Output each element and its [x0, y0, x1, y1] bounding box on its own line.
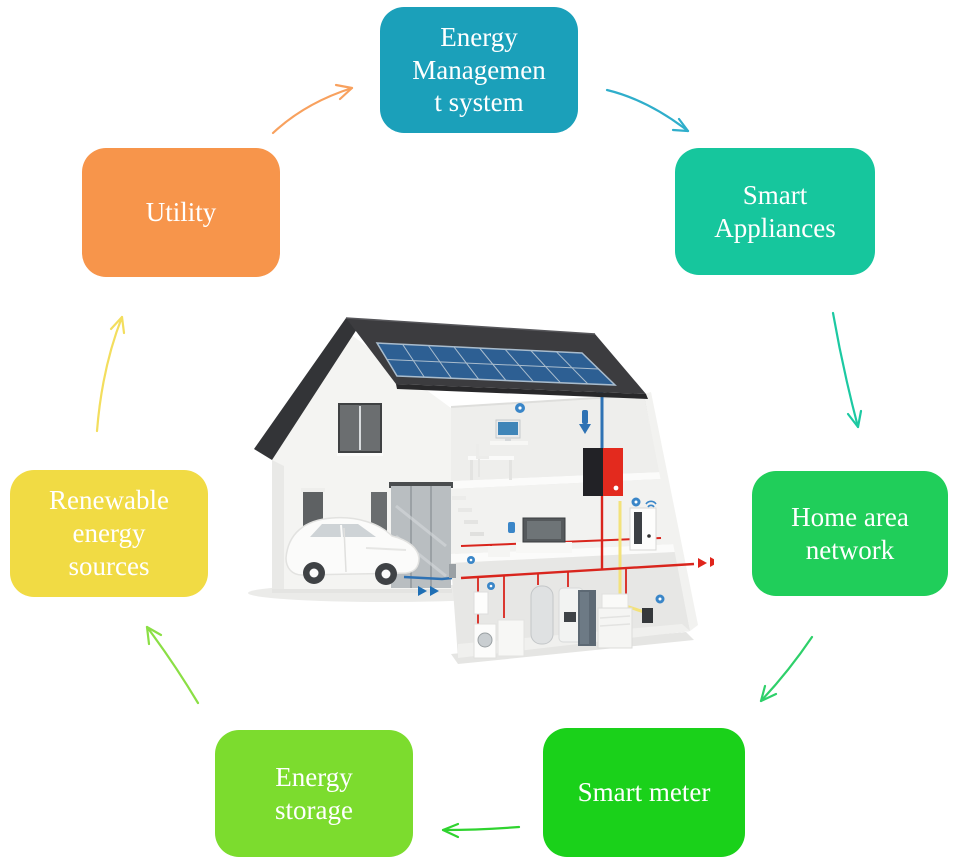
arrow-ems-to-smart-appliances — [605, 88, 690, 133]
charging-cable — [403, 575, 453, 581]
wifi-icon — [645, 500, 657, 508]
roof — [254, 317, 648, 460]
dryer — [497, 619, 525, 657]
node-energy-management-system: Energy Managemen t system — [380, 7, 578, 133]
smartphone-icon — [508, 522, 515, 533]
desk — [468, 456, 514, 460]
attic-computer-desk — [468, 403, 528, 480]
node-energy-storage: Energy storage — [215, 730, 413, 857]
smart-home-illustration — [248, 317, 714, 664]
smart-meter-panel — [629, 507, 657, 551]
power-flow-arrow-down — [579, 424, 591, 434]
basement-appliances — [460, 556, 714, 659]
node-label: Energy storage — [275, 761, 353, 825]
node-home-area-network: Home area network — [752, 471, 948, 596]
arrow-han-to-smart-meter — [759, 635, 814, 703]
arrow-energy-storage-to-renewables — [145, 625, 200, 705]
ventilation-unit — [601, 593, 629, 609]
charge-flow-arrow — [418, 586, 427, 596]
sideboard — [516, 542, 572, 553]
node-label: Energy Managemen t system — [412, 21, 546, 118]
electric-car — [285, 516, 456, 596]
living-room — [452, 496, 662, 557]
wall-thermostat — [473, 591, 489, 615]
node-renewable-energy-sources: Renewable energy sources — [10, 470, 208, 597]
arrow-renewables-to-utility — [95, 315, 126, 433]
node-label: Smart Appliances — [714, 179, 836, 243]
arrow-smart-meter-to-energy-storage — [441, 822, 521, 839]
node-smart-appliances: Smart Appliances — [675, 148, 875, 275]
control-box — [642, 608, 653, 623]
node-utility: Utility — [82, 148, 280, 277]
water-tank — [530, 585, 554, 645]
solar-panels — [375, 342, 617, 386]
node-label: Renewable energy sources — [49, 485, 169, 581]
node-label: Home area network — [791, 501, 909, 565]
arrow-utility-to-ems — [271, 83, 354, 135]
dishwasher — [597, 607, 633, 649]
inverter-and-meter — [574, 358, 657, 614]
couch — [488, 546, 510, 557]
node-smart-meter: Smart meter — [543, 728, 745, 857]
chair — [476, 444, 479, 458]
charging-wallbox — [449, 564, 456, 578]
grid-flow-arrow — [710, 557, 714, 567]
stairs — [470, 532, 484, 536]
node-label: Utility — [145, 197, 217, 228]
arrow-smart-appliances-to-han — [831, 311, 863, 429]
grid-flow-arrow — [698, 558, 707, 568]
node-label: Smart meter — [577, 777, 711, 808]
charge-flow-arrow — [430, 586, 439, 596]
main-power-bus — [460, 562, 695, 580]
